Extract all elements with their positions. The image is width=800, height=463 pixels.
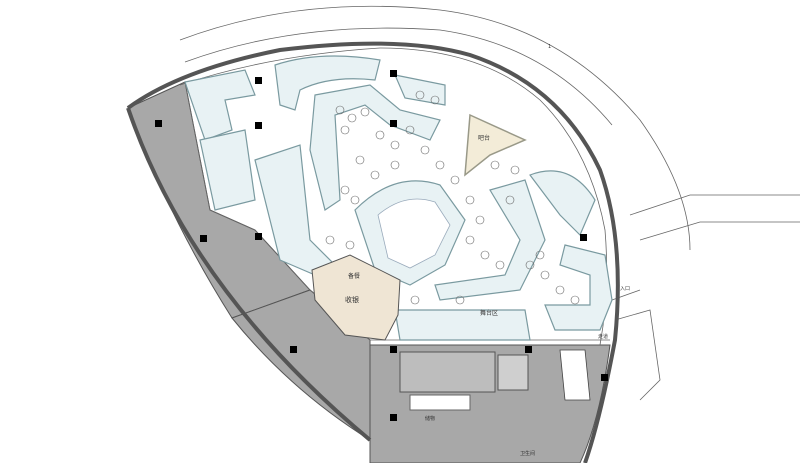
kitchen-pass-label: 备餐	[348, 272, 360, 280]
booth-cluster-south	[394, 309, 531, 341]
restroom-label: 卫生间	[520, 450, 535, 457]
booth-cluster-far-east	[544, 244, 613, 331]
building-left-wall	[126, 107, 372, 442]
outer-canopy-arc	[179, 5, 691, 251]
dining-tables	[325, 90, 580, 305]
entrance-ramp	[611, 194, 800, 401]
entrance-label: 入口	[620, 286, 630, 292]
structural-columns	[155, 70, 608, 421]
stair-pattern	[559, 349, 591, 401]
kitchen-room	[399, 351, 496, 393]
corner-mark: 1	[548, 44, 551, 50]
booth-cluster-left-2	[199, 129, 256, 211]
storage-room	[497, 354, 529, 391]
booth-cluster-inner-ring	[309, 84, 441, 211]
restroom-block	[409, 394, 471, 411]
bar-counter	[464, 113, 527, 177]
building-inner-line	[179, 47, 608, 346]
bar-label: 吧台	[478, 134, 490, 142]
cashier-area	[311, 254, 401, 341]
stage-label: 舞台区	[480, 309, 498, 317]
booth-cluster-north-1	[274, 55, 381, 111]
booth-cluster-east	[434, 179, 546, 301]
booth-cluster-north-2	[393, 74, 446, 106]
aisle-label: 走道	[598, 333, 608, 340]
building-outer-wall	[126, 41, 620, 463]
storage-label: 储物	[425, 415, 435, 422]
cashier-label: 收银	[345, 295, 359, 304]
booth-cluster-center-inner	[377, 198, 451, 269]
booth-cluster-southeast	[529, 170, 596, 237]
outer-canopy-arc-2	[184, 27, 613, 126]
